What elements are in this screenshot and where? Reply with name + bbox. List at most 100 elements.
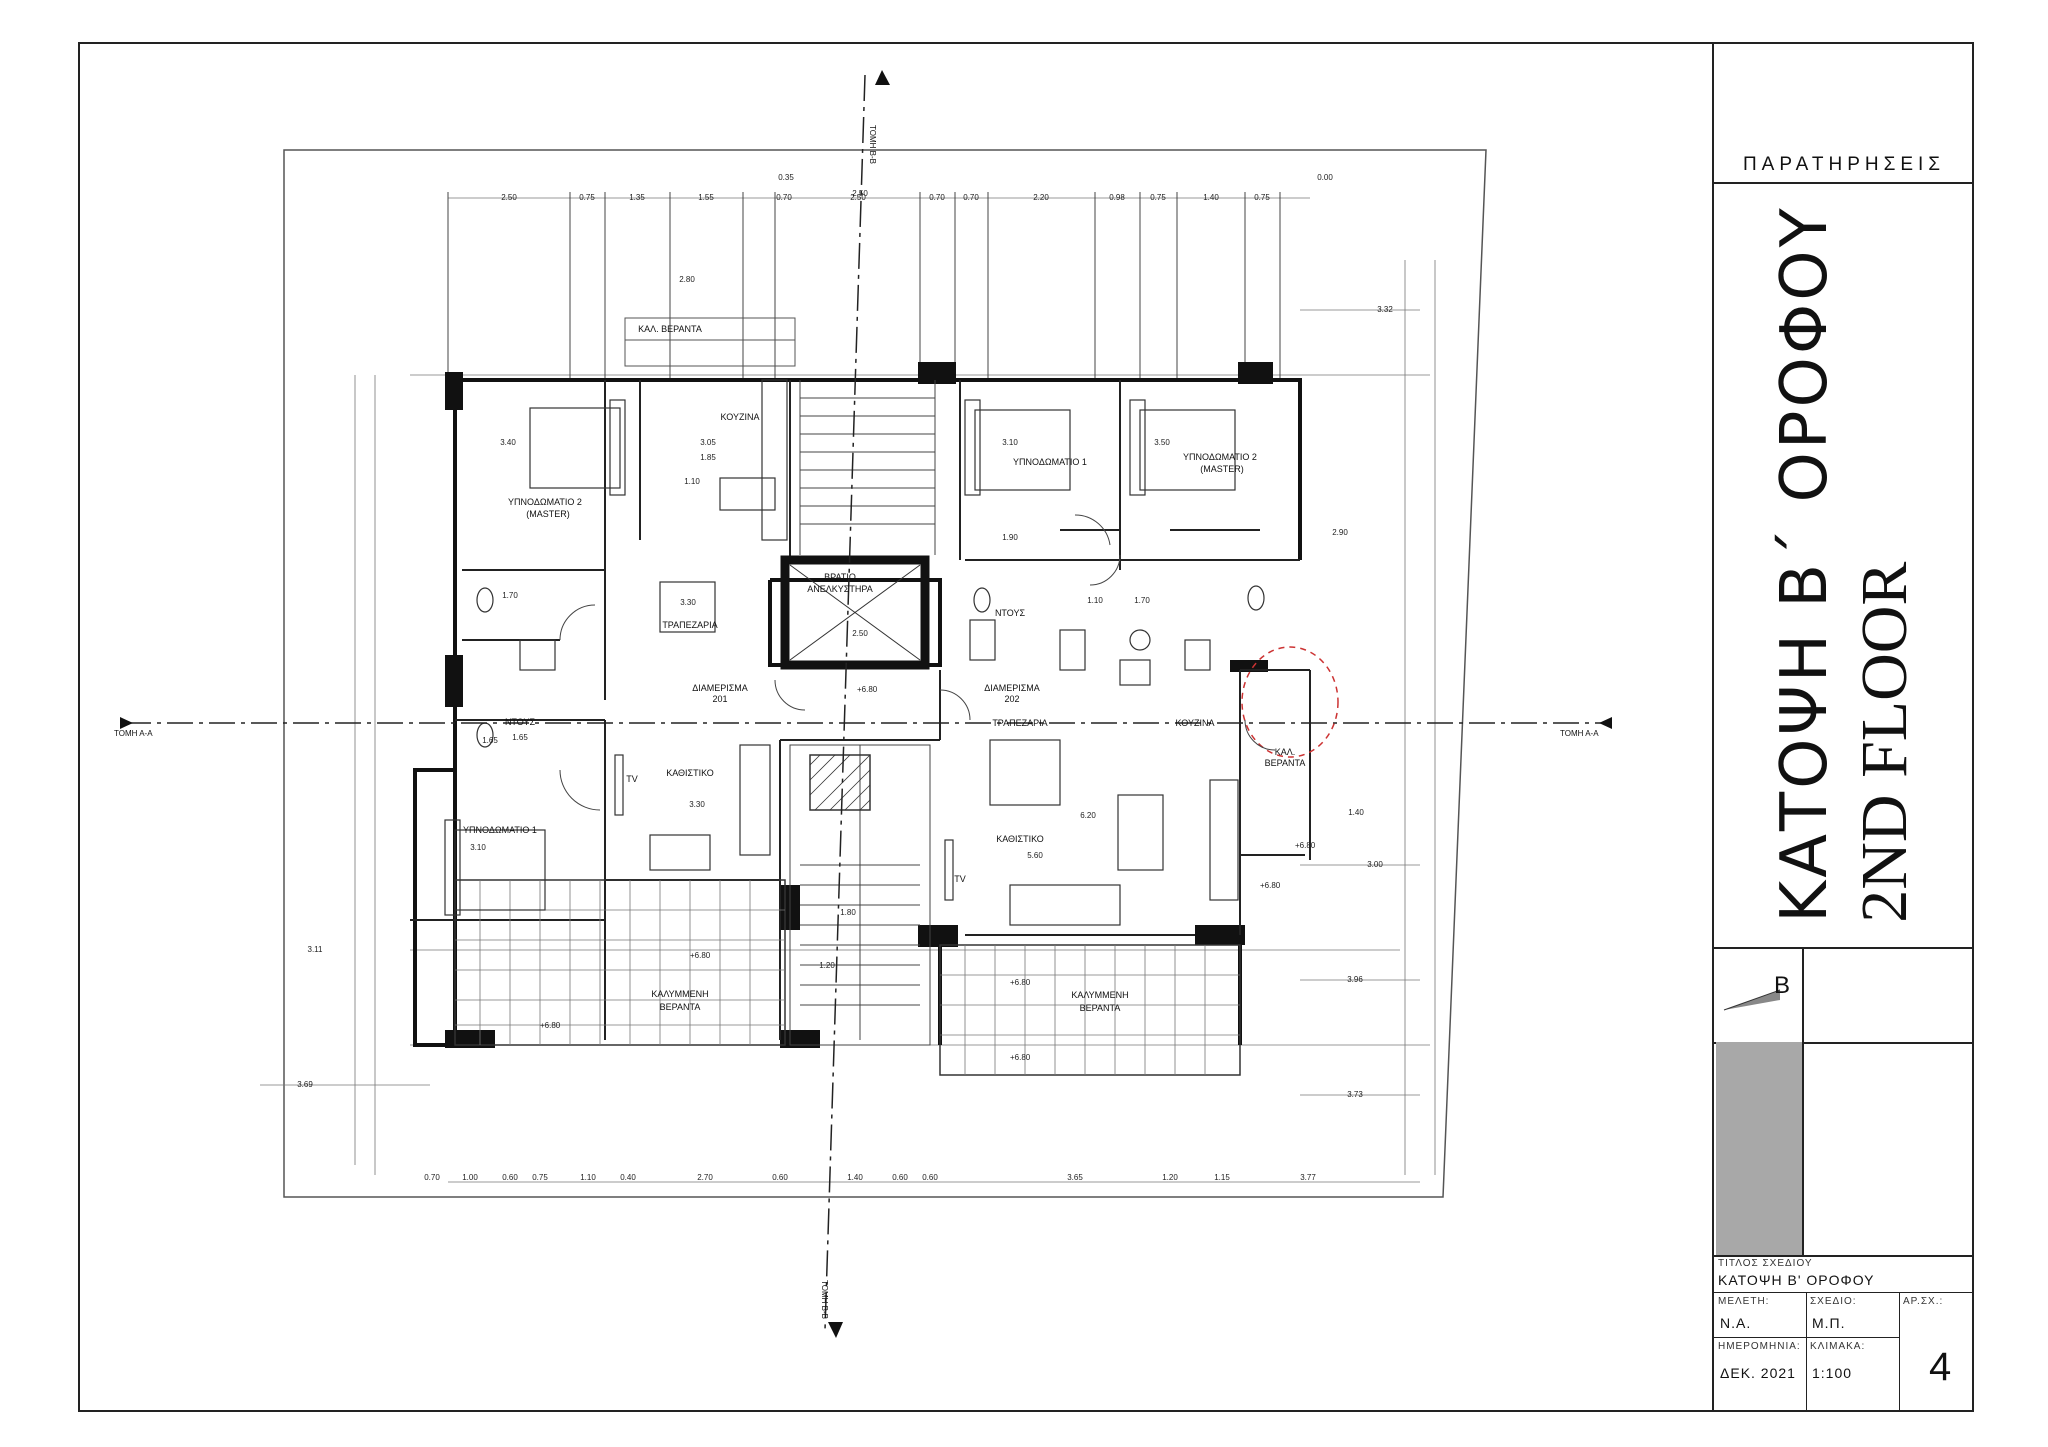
dim: 5.60 <box>1027 851 1043 860</box>
top-dim: 1.35 <box>629 193 645 202</box>
bathroom-fixtures <box>476 585 1265 748</box>
room-label-bedroom2-left-sub: (MASTER) <box>526 509 570 519</box>
revision-gray-panel <box>1716 1042 1802 1255</box>
dim: 3.50 <box>1154 438 1170 447</box>
top-dim: 1.40 <box>1203 193 1219 202</box>
scale-value: 1:100 <box>1812 1365 1853 1381</box>
dim: 3.40 <box>500 438 516 447</box>
dim: 3.30 <box>680 598 696 607</box>
top-dim: 2.20 <box>1033 193 1049 202</box>
top-dim: 0.70 <box>776 193 792 202</box>
room-label-corridor-right-no: 202 <box>1004 694 1019 704</box>
dim: 2.80 <box>679 275 695 284</box>
dim: 3.30 <box>689 800 705 809</box>
bottom-dim: 0.70 <box>424 1173 440 1182</box>
bottom-dim: 3.65 <box>1067 1173 1083 1182</box>
sheet-number-value: 4 <box>1929 1345 1952 1389</box>
bottom-dim: 1.10 <box>580 1173 596 1182</box>
level-marker: +6.80 <box>690 951 711 960</box>
misc-dimension-labels: 3.40 3.05 1.85 1.10 3.10 3.50 1.90 1.10 … <box>297 189 1393 1099</box>
furniture <box>444 379 1239 926</box>
bottom-dim: 0.60 <box>922 1173 938 1182</box>
bottom-dim: 1.00 <box>462 1173 478 1182</box>
level-markers: +6.80 +6.80 +6.80 +6.80 +6.80 +6.80 +6.8… <box>540 685 1316 1062</box>
top-dim: 0.75 <box>1150 193 1166 202</box>
top-dim: 2.50 <box>850 193 866 202</box>
veranda-grid-right <box>939 944 1241 1076</box>
drawing-sheet-border <box>78 42 1974 1412</box>
bottom-dim: 3.77 <box>1300 1173 1316 1182</box>
room-label-bedroom2-left: ΥΠΝΟΔΩΜΑΤΙΟ 2 <box>508 497 582 507</box>
dim: 1.65 <box>512 733 528 742</box>
level-marker: +6.80 <box>857 685 878 694</box>
drawing-title-english: 2ND FLOOR <box>1848 561 1921 923</box>
section-arrow-bottom <box>828 1322 843 1338</box>
dim: 3.32 <box>1377 305 1393 314</box>
room-label-veranda-left: ΚΑΛΥΜΜΕΝΗ <box>651 989 708 999</box>
door-swings <box>559 514 1276 811</box>
top-veranda <box>624 317 796 367</box>
top-dim: 1.55 <box>698 193 714 202</box>
bottom-dim: 1.40 <box>847 1173 863 1182</box>
floor-plan-drawing: ΚΟΥΖΙΝΑ ΥΠΝΟΔΩΜΑΤΙΟ 2 (MASTER) ΤΡΑΠΕΖΑΡΙ… <box>114 70 1612 1338</box>
kitchen-counter-right <box>1209 779 1239 901</box>
top-dim: 0.70 <box>963 193 979 202</box>
tv-right <box>944 839 954 901</box>
top-dim: 0.75 <box>579 193 595 202</box>
interior-walls <box>410 380 1311 1040</box>
tv-left <box>614 754 624 816</box>
drawing-title-rotated: ΚΑΤΟΨΗ Β΄ ΟΡΟΦΟΥ 2ND FLOOR <box>1765 205 1925 923</box>
dim: 1.90 <box>1002 533 1018 542</box>
top-dim-small: 0.00 <box>1317 173 1333 182</box>
remarks-heading: ΠΑΡΑΤΗΡΗΣΕΙΣ <box>1742 154 1946 175</box>
drawing-title-label: ΤΙΤΛΟΣ ΣΧΕΔΙΟΥ <box>1718 1258 1813 1269</box>
room-label-bedroom2-right-sub: (MASTER) <box>1200 464 1244 474</box>
top-dim: 0.98 <box>1109 193 1125 202</box>
level-marker: +6.80 <box>1010 978 1031 987</box>
room-label-living-left: ΚΑΘΙΣΤΙΚΟ <box>666 768 714 778</box>
bottom-dimension-labels: 0.70 1.00 0.60 0.75 1.10 0.40 2.70 0.60 … <box>424 1173 1316 1182</box>
section-label-top: ΤΟΜΗ Β-Β <box>868 125 877 164</box>
dim: 1.40 <box>1348 808 1364 817</box>
section-label-left: ΤΟΜΗ Α-Α <box>114 729 153 738</box>
bottom-dim: 0.60 <box>502 1173 518 1182</box>
title-block-info: ΤΙΤΛΟΣ ΣΧΕΔΙΟΥ ΚΑΤΟΨΗ Β' ΟΡΟΦΟΥ ΜΕΛΕΤΗ: … <box>1714 1255 1974 1412</box>
drawn-label: ΣΧΕΔΙΟ: <box>1810 1296 1857 1307</box>
room-label-wc-left: ΝΤΟΥΣ <box>505 717 536 727</box>
dim: 1.10 <box>1087 596 1103 605</box>
room-label-storage-sub: ΑΝΕΛΚΥΣΤΗΡΑ <box>807 584 872 594</box>
bed-right-1 <box>974 409 1071 491</box>
scale-label: ΚΛΙΜΑΚΑ: <box>1810 1341 1866 1352</box>
dim: 3.96 <box>1347 975 1363 984</box>
date-label: ΗΜΕΡΟΜΗΝΙΑ: <box>1718 1341 1801 1352</box>
dim: 1.70 <box>502 591 518 600</box>
room-label-corridor-left-no: 201 <box>712 694 727 704</box>
bottom-dim: 2.70 <box>697 1173 713 1182</box>
title-block: ΠΑΡΑΤΗΡΗΣΕΙΣ ΚΑΤΟΨΗ Β΄ ΟΡΟΦΟΥ 2ND FLOOR … <box>1712 42 1974 1412</box>
room-label-bedroom1-left: ΥΠΝΟΔΩΜΑΤΙΟ 1 <box>463 825 537 835</box>
bottom-dim: 1.15 <box>1214 1173 1230 1182</box>
revision-cloud <box>1241 646 1339 758</box>
dim: 6.20 <box>1080 811 1096 820</box>
room-label-dining-right: ΤΡΑΠΕΖΑΡΙΑ <box>992 718 1047 728</box>
top-dim: 0.75 <box>1254 193 1270 202</box>
level-marker: +6.80 <box>1295 841 1316 850</box>
sofa-right <box>1009 884 1121 926</box>
room-label-dining-left: ΤΡΑΠΕΖΑΡΙΑ <box>662 620 717 630</box>
dim: 2.50 <box>852 189 868 198</box>
top-dim: 2.50 <box>501 193 517 202</box>
section-arrow-left <box>120 717 133 729</box>
dim: 3.69 <box>297 1080 313 1089</box>
dim: 1.20 <box>819 961 835 970</box>
structural-columns <box>445 362 1273 1048</box>
kitchen-counter-left <box>761 379 788 541</box>
drawn-value: Μ.Π. <box>1812 1315 1846 1331</box>
room-label-corridor-left: ΔΙΑΜΕΡΙΣΜΑ <box>692 683 748 693</box>
site-outline <box>283 149 1487 1198</box>
room-label-kitchen-right: ΚΟΥΖΙΝΑ <box>1176 718 1215 728</box>
coffee-table-left <box>649 834 711 871</box>
study-label: ΜΕΛΕΤΗ: <box>1718 1296 1770 1307</box>
counter-island <box>719 477 776 511</box>
section-arrow-right <box>1599 717 1612 729</box>
sofa-left <box>739 744 771 856</box>
